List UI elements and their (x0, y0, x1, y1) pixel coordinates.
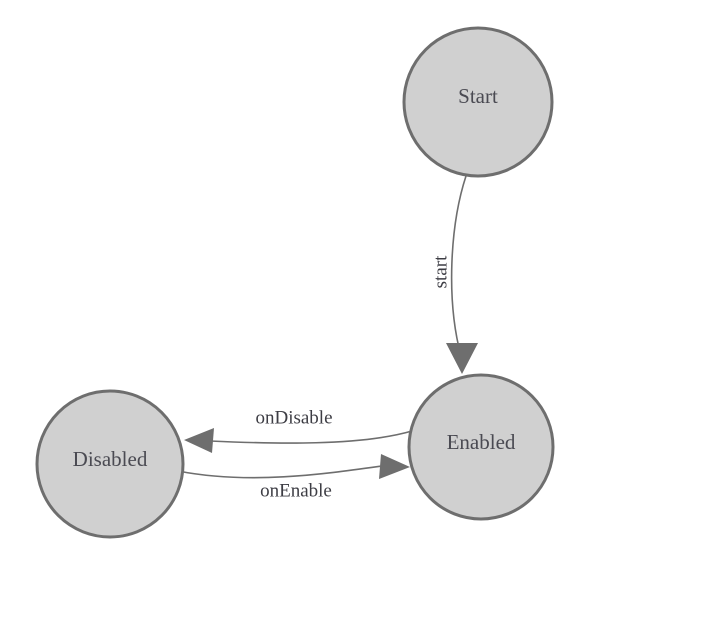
edge-enabled-to-disabled-path (209, 430, 413, 444)
edge-start-to-enabled-path (450, 175, 467, 357)
edge-start-to-enabled-arrowhead-icon (446, 343, 478, 374)
state-node-enabled-circle (407, 373, 555, 521)
state-node-enabled[interactable]: Enabled (407, 373, 555, 521)
edge-enabled-to-disabled[interactable] (184, 428, 413, 453)
state-node-start[interactable]: Start (402, 26, 554, 178)
edge-enabled-to-disabled-arrowhead-icon (184, 428, 214, 453)
edge-label-on-enable: onEnable (260, 480, 332, 501)
edge-disabled-to-enabled[interactable] (177, 454, 410, 479)
edge-label-on-disable: onDisable (255, 407, 332, 428)
edge-disabled-to-enabled-arrowhead-icon (379, 454, 410, 479)
edge-disabled-to-enabled-path (177, 465, 383, 479)
state-node-start-label: Start (458, 84, 498, 108)
state-node-disabled-circle (35, 389, 185, 539)
edge-start-to-enabled[interactable] (446, 175, 478, 374)
edge-label-start: start (430, 255, 451, 288)
state-node-start-circle (402, 26, 554, 178)
state-node-disabled[interactable]: Disabled (35, 389, 185, 539)
state-node-enabled-label: Enabled (447, 430, 516, 454)
state-node-disabled-label: Disabled (73, 447, 148, 471)
